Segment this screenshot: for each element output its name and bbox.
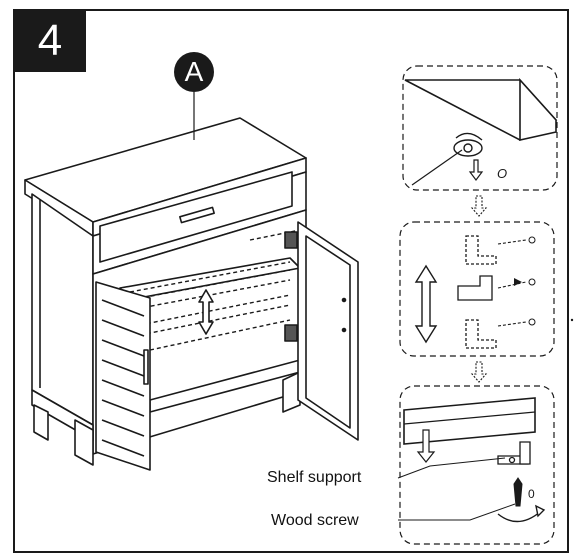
part-marker-letter: A (184, 56, 204, 87)
shelf-support-label: Shelf support (267, 469, 362, 486)
hole-mark-top: O (497, 166, 507, 181)
drawer-handle (179, 206, 215, 224)
leg-back-left (33, 404, 49, 441)
right-door (297, 221, 359, 441)
leg-front-left (74, 419, 94, 466)
leg-front-right (282, 371, 301, 413)
down-arrow-icon (468, 159, 484, 181)
hinge-top (284, 231, 298, 249)
shelf-support-pin-icon (453, 132, 483, 157)
door-slats (101, 299, 145, 457)
hinge-bottom (284, 324, 298, 342)
panel-border (13, 9, 569, 553)
shelf-support-pin-icon (457, 235, 497, 349)
callout-leaders (397, 457, 516, 521)
detail-panel-bottom: 0 (399, 385, 555, 545)
left-door-handle (143, 349, 149, 385)
rotate-arrow-icon (497, 504, 546, 523)
down-arrow-icon (470, 195, 488, 383)
shelf-support-pin-icon (497, 441, 531, 465)
hole-mark-bottom: 0 (528, 487, 535, 501)
screwdriver-icon (513, 477, 523, 507)
up-down-arrow-icon (198, 289, 214, 335)
up-down-arrow-icon (414, 264, 438, 344)
detail-panel-top: O (402, 65, 558, 191)
cabinet-illustration (24, 117, 359, 471)
step-badge: 4 (14, 10, 86, 72)
down-arrow-icon (416, 429, 436, 463)
detail-panel-middle (399, 221, 555, 357)
wood-screw-label: Wood screw (271, 512, 359, 529)
part-letter-badge (174, 52, 214, 92)
